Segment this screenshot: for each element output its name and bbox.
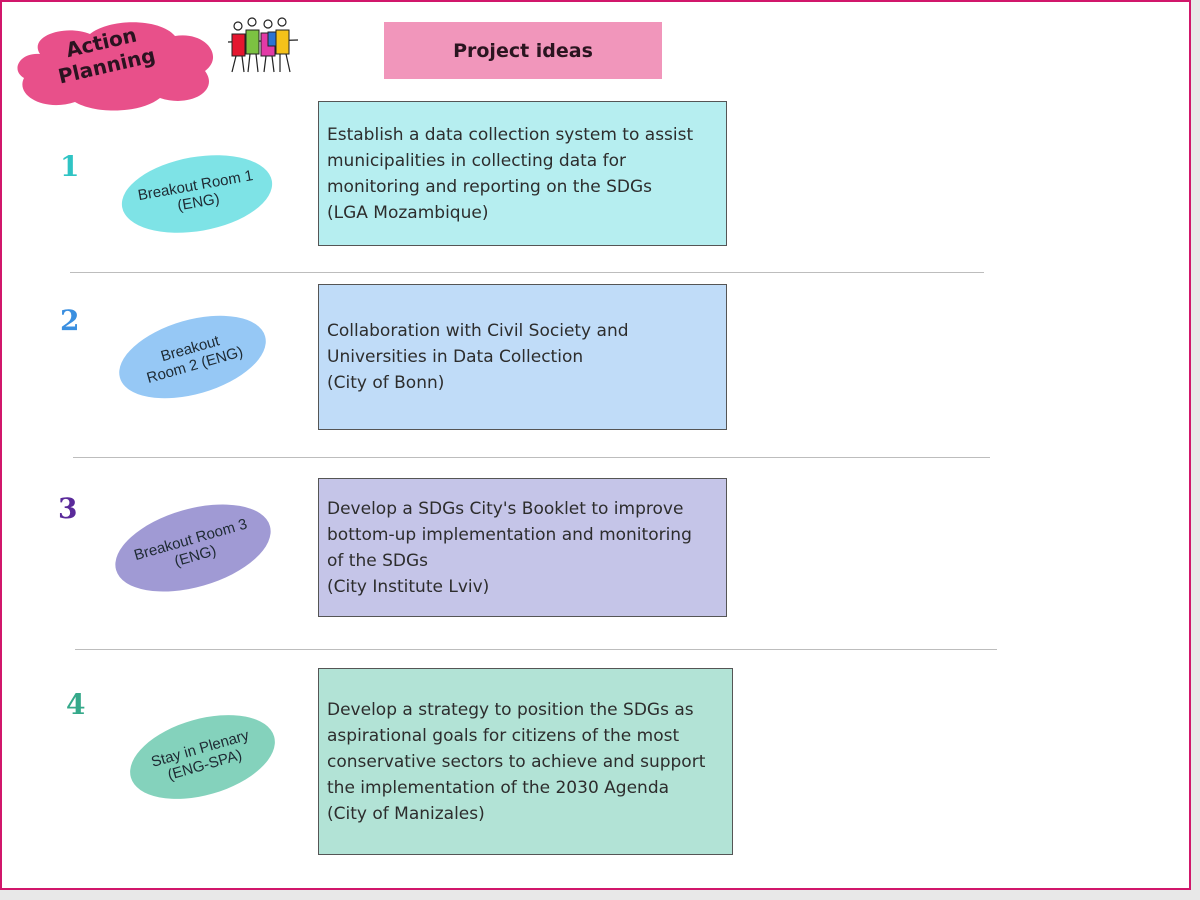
- project-idea-card-1[interactable]: Establish a data collection system to as…: [318, 101, 727, 246]
- breakout-room-3-oval[interactable]: Breakout Room 3 (ENG): [105, 488, 281, 608]
- card-line: bottom-up implementation and monitoring: [327, 524, 692, 545]
- card-line: (City of Manizales): [327, 803, 485, 824]
- card-line: Universities in Data Collection: [327, 347, 584, 367]
- card-line: municipalities in collecting data for: [327, 150, 626, 171]
- card-line: (City of Bonn): [327, 373, 445, 393]
- project-idea-card-2[interactable]: Collaboration with Civil Society and Uni…: [318, 284, 727, 430]
- action-planning-cloud: [17, 22, 214, 111]
- row-number-3: 3: [58, 492, 78, 525]
- card-line: monitoring and reporting on the SDGs: [327, 176, 653, 197]
- breakout-room-2-oval[interactable]: Breakout Room 2 (ENG): [109, 300, 276, 414]
- card-line: Develop a SDGs City's Booklet to improve: [327, 498, 684, 519]
- row-divider: [73, 457, 990, 458]
- plenary-label: Stay in Plenary (ENG-SPA): [149, 726, 251, 784]
- people-group-icon: [227, 17, 299, 73]
- breakout-room-1-oval[interactable]: Breakout Room 1 (ENG): [115, 144, 279, 244]
- project-idea-card-3[interactable]: Develop a SDGs City's Booklet to improve…: [318, 478, 727, 617]
- card-line: conservative sectors to achieve and supp…: [327, 751, 706, 772]
- card-line: (LGA Mozambique): [327, 202, 489, 223]
- breakout-room-2-label: Breakout Room 2 (ENG): [144, 332, 245, 388]
- breakout-room-3-label: Breakout Room 3 (ENG): [132, 515, 250, 571]
- breakout-room-1-label: Breakout Room 1 (ENG): [136, 167, 255, 215]
- card-line: of the SDGs: [327, 550, 429, 571]
- card-line: Develop a strategy to position the SDGs …: [327, 699, 694, 720]
- card-line: Collaboration with Civil Society and: [327, 321, 629, 341]
- row-divider: [70, 272, 984, 273]
- card-line: aspirational goals for citizens of the m…: [327, 725, 680, 746]
- card-line: the implementation of the 2030 Agenda: [327, 777, 670, 798]
- card-line: (City Institute Lviv): [327, 576, 490, 597]
- card-line: Establish a data collection system to as…: [327, 124, 694, 145]
- row-number-1: 1: [60, 150, 80, 183]
- project-ideas-header[interactable]: Project ideas: [384, 22, 662, 79]
- row-number-4: 4: [66, 688, 86, 721]
- row-number-2: 2: [60, 304, 80, 337]
- project-idea-card-4[interactable]: Develop a strategy to position the SDGs …: [318, 668, 733, 855]
- row-divider: [75, 649, 997, 650]
- plenary-oval[interactable]: Stay in Plenary (ENG-SPA): [120, 699, 285, 815]
